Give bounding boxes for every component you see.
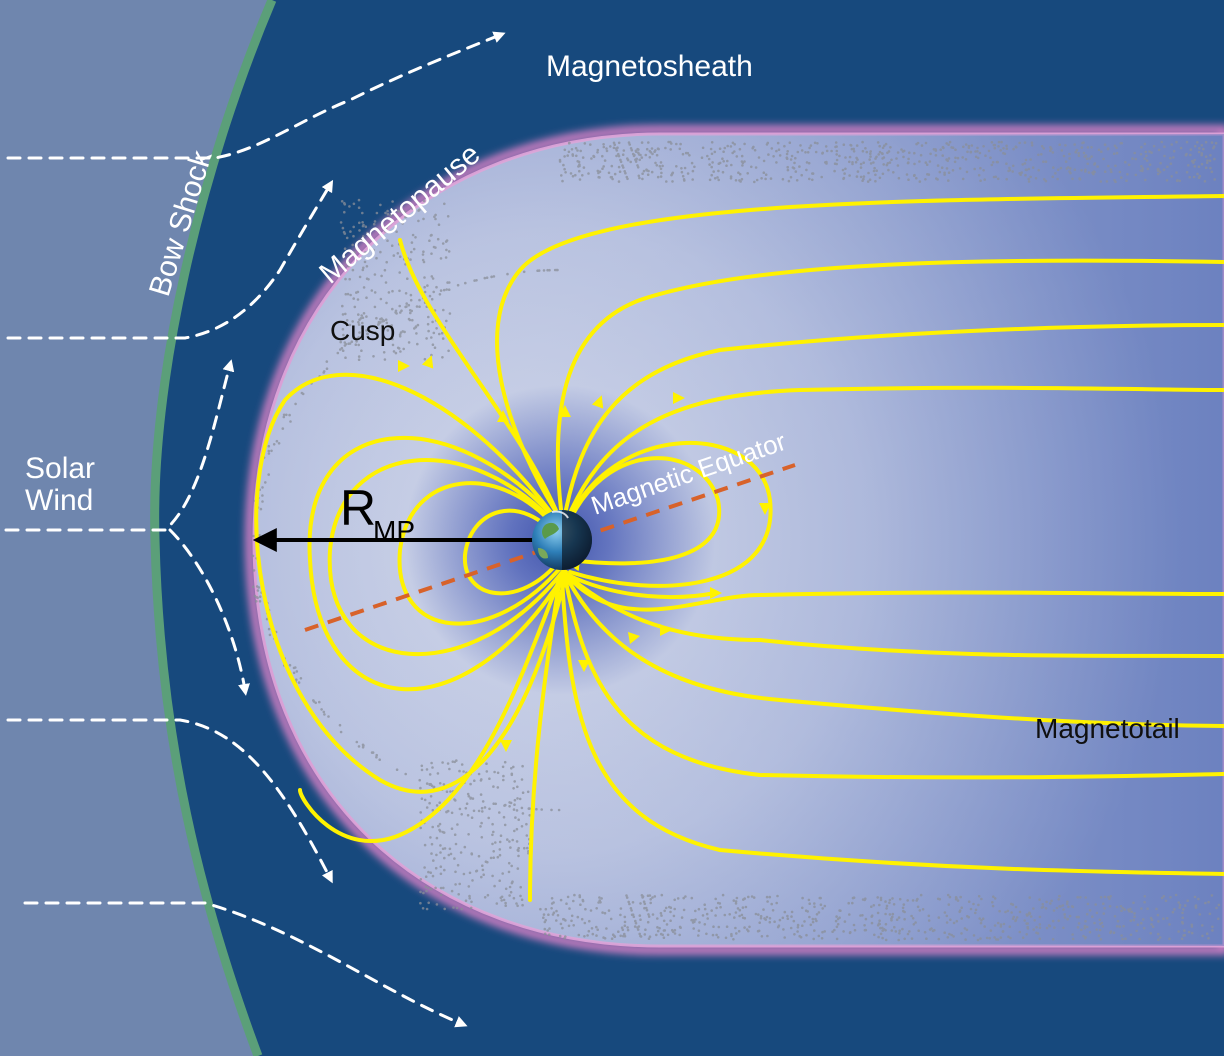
field-line	[397, 481, 564, 626]
cusp-label: Cusp	[330, 315, 395, 346]
field-line	[307, 435, 568, 692]
field-arrow	[673, 392, 685, 404]
field-line	[495, 194, 1224, 520]
field-line	[564, 440, 773, 588]
magnetopause-glow	[244, 125, 1224, 955]
field-line	[562, 323, 1224, 522]
flow-line	[6, 718, 333, 884]
field-lines	[254, 194, 1224, 902]
field-arrow	[660, 624, 672, 636]
flow-line	[6, 31, 506, 160]
solar-wind-label-line1: Solar	[25, 452, 95, 485]
field-arrow	[578, 660, 590, 672]
field-line	[563, 575, 1224, 780]
field-arrow	[497, 410, 509, 422]
bow-shock-line	[150, 0, 277, 1056]
field-line	[398, 238, 562, 522]
field-line	[560, 456, 722, 572]
field-line	[564, 574, 1224, 728]
field-line	[528, 576, 562, 902]
field-arrow	[759, 503, 771, 515]
magnetosheath-label: Magnetosheath	[546, 50, 753, 83]
solar-wind-label-line2: Wind	[25, 484, 93, 517]
flow-line	[168, 528, 250, 696]
solar-wind-flow	[4, 31, 506, 1028]
field-arrow	[591, 395, 604, 409]
field-line	[555, 258, 1224, 520]
rmp-subscript: MP	[373, 515, 415, 546]
field-arrow	[559, 405, 571, 417]
field-line	[562, 570, 1224, 612]
field-line	[560, 576, 1224, 876]
field-line	[566, 573, 717, 599]
field-line	[254, 372, 568, 794]
magnetotail-label: Magnetotail	[1035, 713, 1180, 744]
earth-icon	[532, 510, 592, 570]
flow-line	[4, 359, 235, 532]
flow-line	[6, 179, 334, 340]
field-arrow	[710, 587, 722, 599]
field-arrow	[421, 355, 434, 369]
field-line	[462, 508, 562, 596]
field-arrow	[500, 740, 512, 752]
rmp-label: R	[340, 480, 376, 536]
flow-line	[23, 901, 468, 1028]
field-line	[298, 576, 562, 843]
field-arrow	[628, 632, 640, 644]
field-line	[564, 385, 1224, 524]
field-line	[327, 458, 566, 657]
field-line	[564, 572, 1224, 658]
field-line-arrows	[398, 355, 771, 752]
field-arrow	[398, 360, 410, 372]
